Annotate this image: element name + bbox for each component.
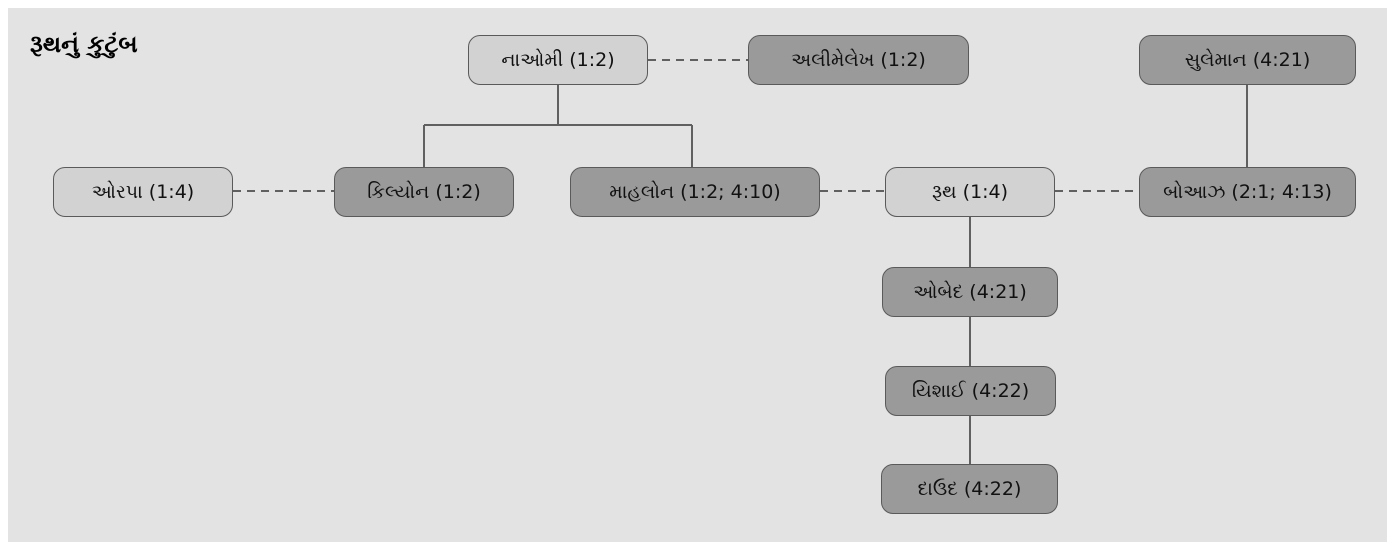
naomi-node: નાઓમી (1:2) (468, 35, 648, 85)
chilion-node: કિલ્યોન (1:2) (334, 167, 514, 217)
ruth-node: રૂથ (1:4) (885, 167, 1055, 217)
diagram-canvas (8, 8, 1387, 542)
naomi-children-connector (423, 85, 693, 167)
boaz-node: બોઆઝ (2:1; 4:13) (1139, 167, 1356, 217)
solomon-node: સુલેમાન (4:21) (1139, 35, 1356, 85)
david-node: દાઉદ (4:22) (881, 464, 1058, 514)
obed-node: ઓબેદ (4:21) (882, 267, 1058, 317)
jesse-node: યિશાઈ (4:22) (885, 366, 1056, 416)
mahlon-node: માહલોન (1:2; 4:10) (570, 167, 820, 217)
elimelech-node: અલીમેલેખ (1:2) (748, 35, 969, 85)
orpah-node: ઓરપા (1:4) (53, 167, 233, 217)
diagram-title: રૂથનું કુટુંબ (30, 30, 138, 58)
